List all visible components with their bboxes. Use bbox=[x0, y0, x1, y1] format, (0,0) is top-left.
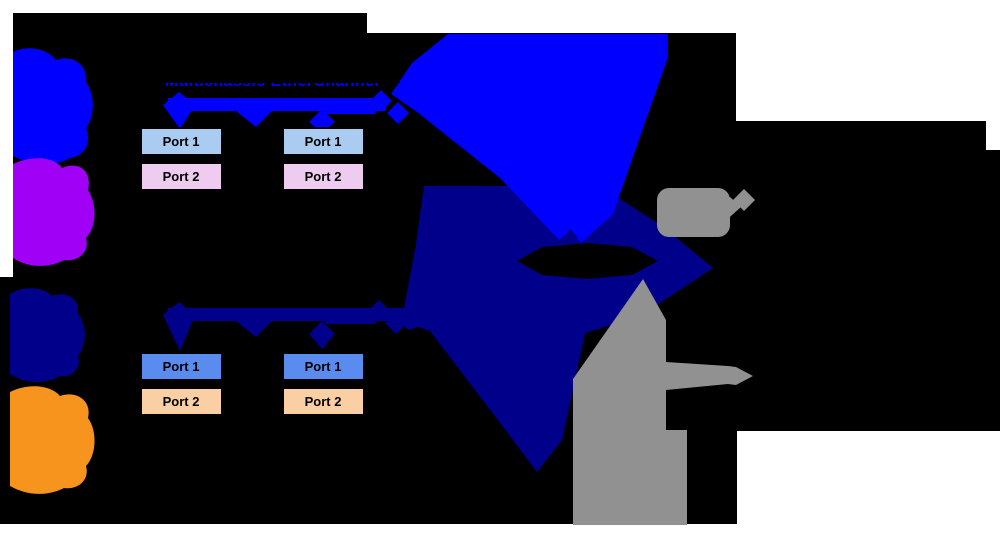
port2-label: Port 2 bbox=[163, 394, 200, 409]
left-clouds bbox=[10, 48, 95, 494]
port1-label: Port 1 bbox=[305, 134, 342, 149]
gray-device-top bbox=[657, 188, 755, 237]
port1-label: Port 1 bbox=[305, 359, 342, 374]
navy-link-bottom bbox=[163, 300, 446, 351]
gray-arm-top bbox=[702, 197, 741, 232]
cloud-violet bbox=[13, 158, 95, 266]
link-label-mask bbox=[148, 50, 400, 83]
navy-link-arm bbox=[325, 314, 375, 324]
white-left-strip bbox=[0, 13, 13, 277]
gray-device-bottom bbox=[573, 279, 753, 525]
port2-box-top-right bbox=[282, 162, 365, 191]
blue-chain-diamond-2 bbox=[387, 102, 409, 124]
blue-link-arm bbox=[325, 104, 375, 114]
port1-box-top-right bbox=[282, 127, 365, 156]
port2-box-bottom-right bbox=[282, 387, 365, 416]
blue-chain-diamond-1 bbox=[370, 90, 392, 112]
cloud-navy bbox=[10, 288, 85, 382]
port2-box-top-left bbox=[140, 162, 223, 191]
navy-arrow-left bbox=[163, 302, 195, 351]
port1-label: Port 1 bbox=[163, 134, 200, 149]
white-right-sliver bbox=[986, 121, 1000, 150]
port2-label: Port 2 bbox=[305, 394, 342, 409]
navy-chain-diamond-1 bbox=[368, 300, 390, 322]
switch-label-blob bbox=[517, 243, 658, 279]
blue-top-wedge bbox=[391, 34, 668, 243]
center-switch: L2 Switch bbox=[517, 243, 658, 279]
white-bottom-strip bbox=[0, 524, 1000, 538]
port1-box-bottom-right bbox=[282, 352, 365, 381]
cloud-blue bbox=[13, 48, 93, 164]
port2-label: Port 2 bbox=[305, 169, 342, 184]
switch-label-text: L2 Switch bbox=[557, 254, 618, 269]
port1-box-bottom-left bbox=[140, 352, 223, 381]
white-top-right-block bbox=[736, 33, 1000, 121]
blue-link-dip bbox=[236, 111, 272, 127]
port-boxes-bottom-group: Port 1 Port 2 Port 1 Port 2 bbox=[140, 352, 365, 416]
blue-arrow-left bbox=[163, 92, 195, 129]
navy-link-dip bbox=[236, 321, 272, 337]
port1-label: Port 1 bbox=[163, 359, 200, 374]
white-top-right-strip bbox=[367, 0, 1000, 33]
white-top-left-strip bbox=[0, 0, 368, 13]
port2-label: Port 2 bbox=[163, 169, 200, 184]
blue-link-top: Multichassis EtherChannel bbox=[148, 50, 409, 133]
navy-link-band bbox=[394, 302, 446, 330]
navy-arrow-mid bbox=[309, 321, 335, 349]
cloud-orange bbox=[10, 386, 95, 494]
gray-diamond-top bbox=[733, 189, 755, 211]
port1-box-top-left bbox=[140, 127, 223, 156]
white-bottom-right-block bbox=[737, 431, 1000, 525]
port-boxes-top-group: Port 1 Port 2 Port 1 Port 2 bbox=[140, 127, 365, 191]
port2-box-bottom-left bbox=[140, 387, 223, 416]
